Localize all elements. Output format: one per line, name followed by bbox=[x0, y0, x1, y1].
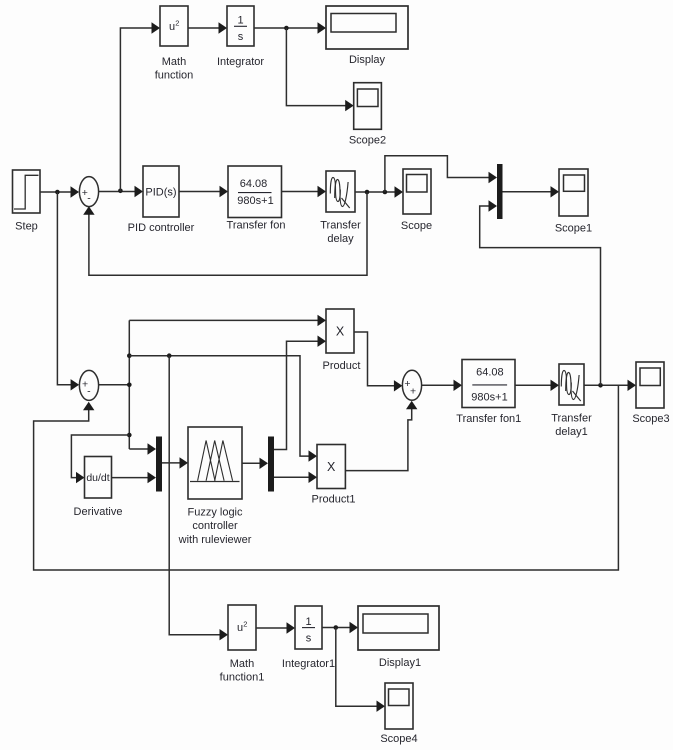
svg-text:Scope3: Scope3 bbox=[632, 413, 669, 425]
svg-text:2: 2 bbox=[243, 620, 247, 629]
svg-text:PID controller: PID controller bbox=[128, 222, 195, 234]
svg-text:with ruleviewer: with ruleviewer bbox=[178, 534, 252, 546]
svg-text:s: s bbox=[238, 31, 244, 43]
svg-text:delay1: delay1 bbox=[555, 426, 587, 438]
svg-text:Display1: Display1 bbox=[379, 657, 421, 669]
svg-text:s: s bbox=[306, 632, 312, 644]
svg-text:Step: Step bbox=[15, 221, 38, 233]
svg-text:64.08: 64.08 bbox=[240, 178, 268, 190]
svg-text:Integrator1: Integrator1 bbox=[282, 658, 335, 670]
svg-text:Transfer: Transfer bbox=[320, 219, 361, 231]
svg-text:+: + bbox=[82, 378, 88, 390]
svg-text:Product: Product bbox=[323, 360, 361, 372]
svg-text:Scope2: Scope2 bbox=[349, 135, 386, 147]
svg-text:Integrator: Integrator bbox=[217, 56, 264, 68]
svg-text:u: u bbox=[237, 622, 243, 634]
svg-text:delay: delay bbox=[327, 233, 354, 245]
svg-text:Scope4: Scope4 bbox=[380, 733, 417, 745]
svg-text:64.08: 64.08 bbox=[476, 366, 504, 378]
svg-text:X: X bbox=[336, 325, 345, 339]
svg-text:Product1: Product1 bbox=[311, 493, 355, 505]
svg-text:Transfer: Transfer bbox=[551, 412, 592, 424]
svg-text:Transfer fon1: Transfer fon1 bbox=[456, 413, 521, 425]
svg-text:-: - bbox=[87, 385, 91, 397]
svg-text:du/dt: du/dt bbox=[86, 472, 109, 484]
svg-text:Transfer fon: Transfer fon bbox=[227, 219, 286, 231]
svg-text:Fuzzy logic: Fuzzy logic bbox=[187, 506, 243, 518]
svg-text:controller: controller bbox=[192, 520, 238, 532]
svg-text:function1: function1 bbox=[220, 672, 265, 684]
svg-text:1: 1 bbox=[237, 15, 243, 27]
svg-text:2: 2 bbox=[175, 19, 179, 28]
svg-text:Derivative: Derivative bbox=[74, 506, 123, 518]
svg-text:+: + bbox=[410, 386, 416, 398]
svg-text:PID(s): PID(s) bbox=[145, 187, 176, 199]
svg-text:Display: Display bbox=[349, 54, 386, 66]
svg-text:Math: Math bbox=[230, 658, 254, 670]
svg-text:Scope1: Scope1 bbox=[555, 223, 592, 235]
svg-text:function: function bbox=[155, 70, 194, 82]
svg-text:1: 1 bbox=[305, 616, 311, 628]
svg-text:+: + bbox=[404, 378, 410, 390]
svg-text:-: - bbox=[87, 193, 91, 205]
svg-text:u: u bbox=[169, 21, 175, 33]
svg-text:X: X bbox=[327, 460, 336, 474]
svg-text:980s+1: 980s+1 bbox=[471, 391, 507, 403]
svg-text:Scope: Scope bbox=[401, 220, 432, 232]
svg-text:980s+1: 980s+1 bbox=[237, 195, 273, 207]
svg-text:+: + bbox=[82, 187, 88, 199]
svg-text:Math: Math bbox=[162, 56, 186, 68]
